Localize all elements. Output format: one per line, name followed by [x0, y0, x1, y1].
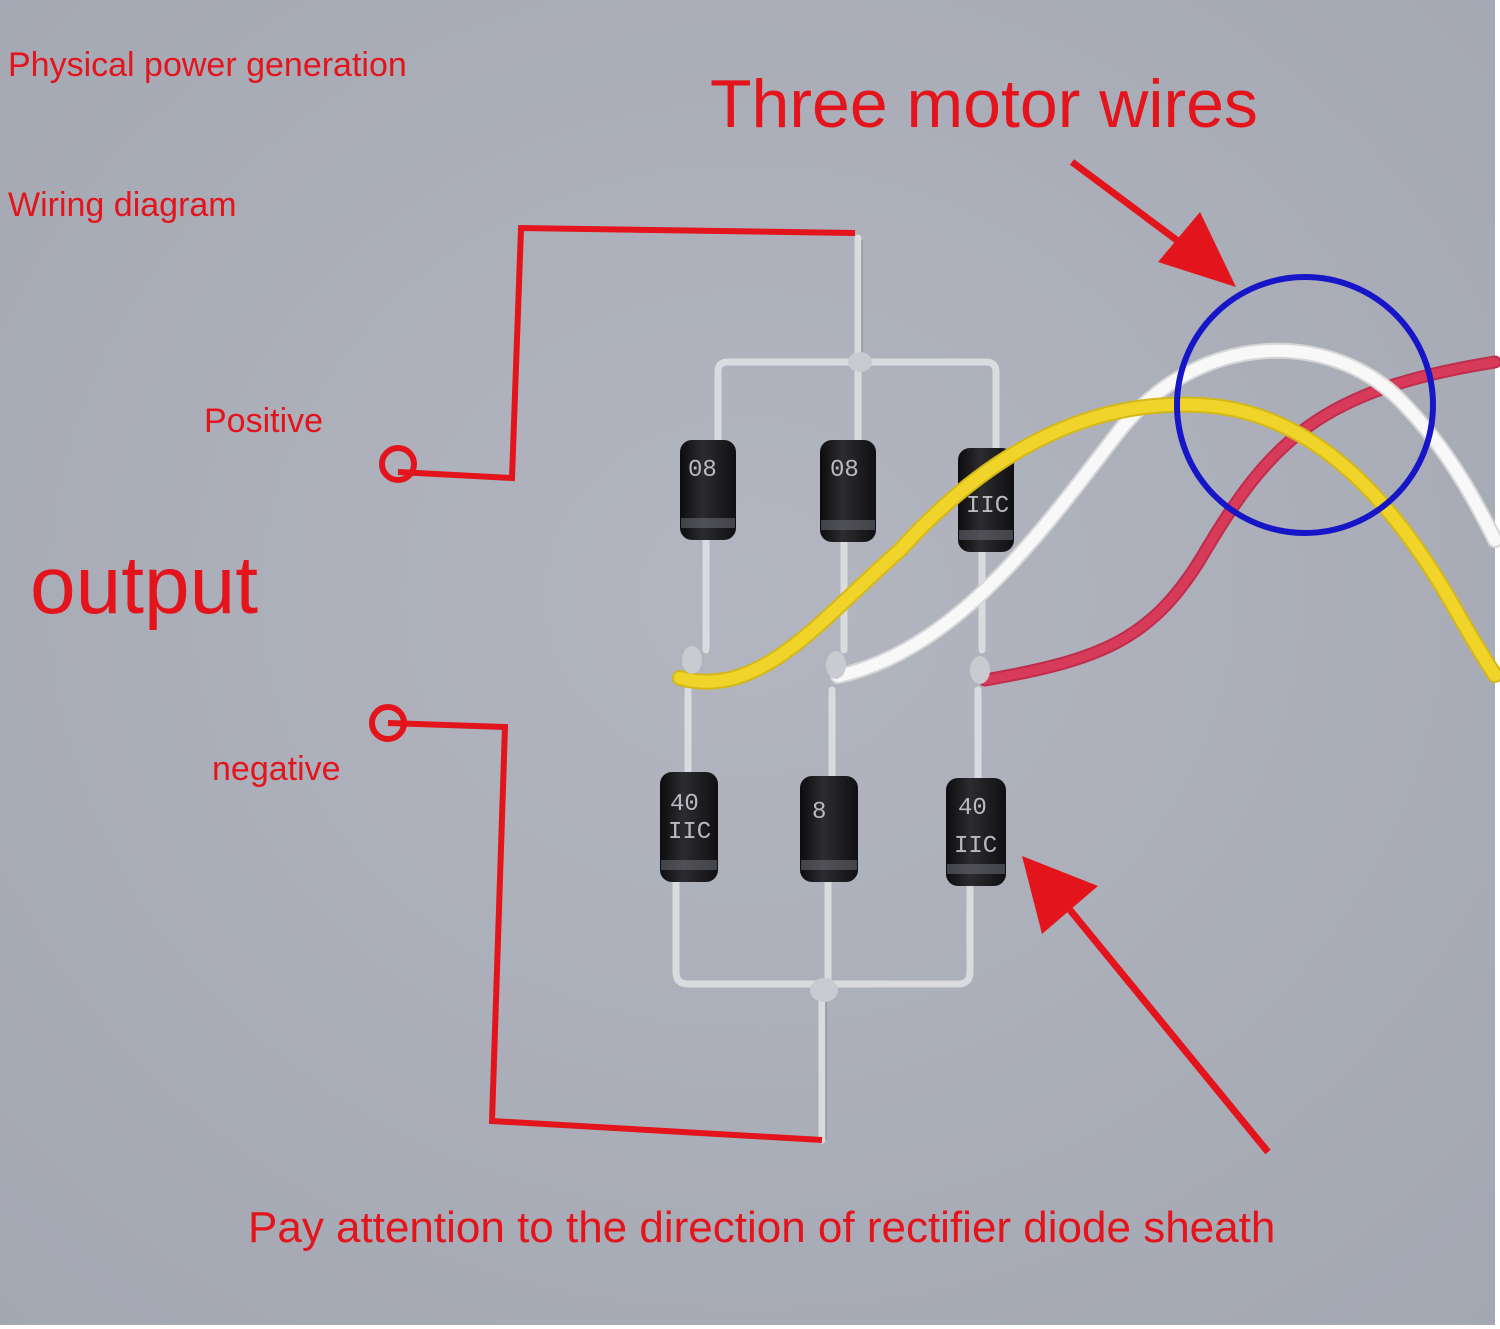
negative-lead-line [387, 720, 823, 1143]
motor-wires-arrow [1069, 159, 1236, 287]
motor-wires-highlight-circle [1174, 274, 1436, 536]
diode-bottom-right [946, 778, 1006, 886]
output-label: output [30, 540, 258, 631]
diode-top-left [680, 440, 736, 540]
yellow-wire [674, 398, 1500, 688]
rectifier-diodes [660, 440, 1014, 886]
motor-wires-callout: Three motor wires [710, 66, 1258, 142]
diode-marking: IIC [954, 833, 997, 860]
diode-top-middle [820, 440, 876, 542]
white-wire [832, 344, 1500, 682]
positive-lead-line [397, 224, 856, 482]
diode-bottom-middle [800, 776, 858, 882]
diode-marking: IIC [668, 819, 711, 846]
diagram-title-line1: Physical power generation [8, 46, 407, 84]
negative-terminal-icon [369, 704, 407, 742]
diode-marking: 8 [812, 799, 826, 826]
red-wire [980, 357, 1500, 685]
diode-sheath-arrow [1022, 856, 1271, 1155]
motor-wires [672, 342, 1500, 690]
diode-marking: 40 [670, 791, 699, 818]
arrow-head-icon [1022, 856, 1098, 934]
diagram-title-line2: Wiring diagram [8, 186, 237, 224]
diode-marking: IIC [966, 493, 1009, 520]
diode-marking: 40 [958, 795, 987, 822]
diode-marking: 08 [688, 457, 717, 484]
diode-bottom-left [660, 772, 718, 882]
positive-terminal-icon [379, 445, 417, 483]
arrow-head-icon [1158, 212, 1236, 287]
diode-direction-note: Pay attention to the direction of rectif… [248, 1203, 1276, 1252]
positive-label: Positive [204, 402, 324, 440]
output-lead-lines [387, 224, 856, 1143]
diode-marking: 08 [830, 457, 859, 484]
negative-label: negative [212, 750, 341, 788]
